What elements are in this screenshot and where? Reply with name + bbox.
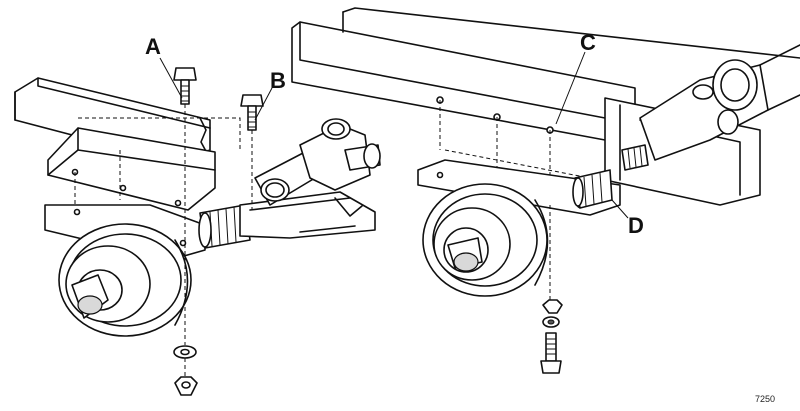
left-washer-nut: [173, 345, 198, 396]
left-bolt-a: [173, 67, 197, 345]
left-frame-rail: [14, 77, 211, 166]
left-bolt-b: [240, 94, 264, 210]
left-wheel-hub: [58, 223, 192, 337]
leader-line-b: [254, 87, 273, 121]
right-frame-rail: [291, 7, 800, 200]
leader-line-c: [555, 51, 586, 125]
left-axle-tube: [254, 118, 381, 206]
right-axle-spline: [572, 144, 649, 209]
callout-a: A: [145, 34, 161, 59]
callout-c: C: [580, 30, 596, 55]
callout-d: D: [628, 213, 644, 238]
left-mounting-bracket: [47, 117, 241, 211]
right-axle-tube: [639, 44, 800, 161]
left-axle-spline: [198, 204, 251, 249]
leader-line-d: [611, 199, 629, 219]
right-wheel-hub: [422, 183, 549, 297]
right-bolt-stack: [540, 205, 563, 374]
left-spring-channel: [239, 191, 376, 239]
callout-b: B: [270, 68, 286, 93]
leader-line-a: [159, 57, 183, 99]
figure-number: 7250: [755, 394, 776, 404]
